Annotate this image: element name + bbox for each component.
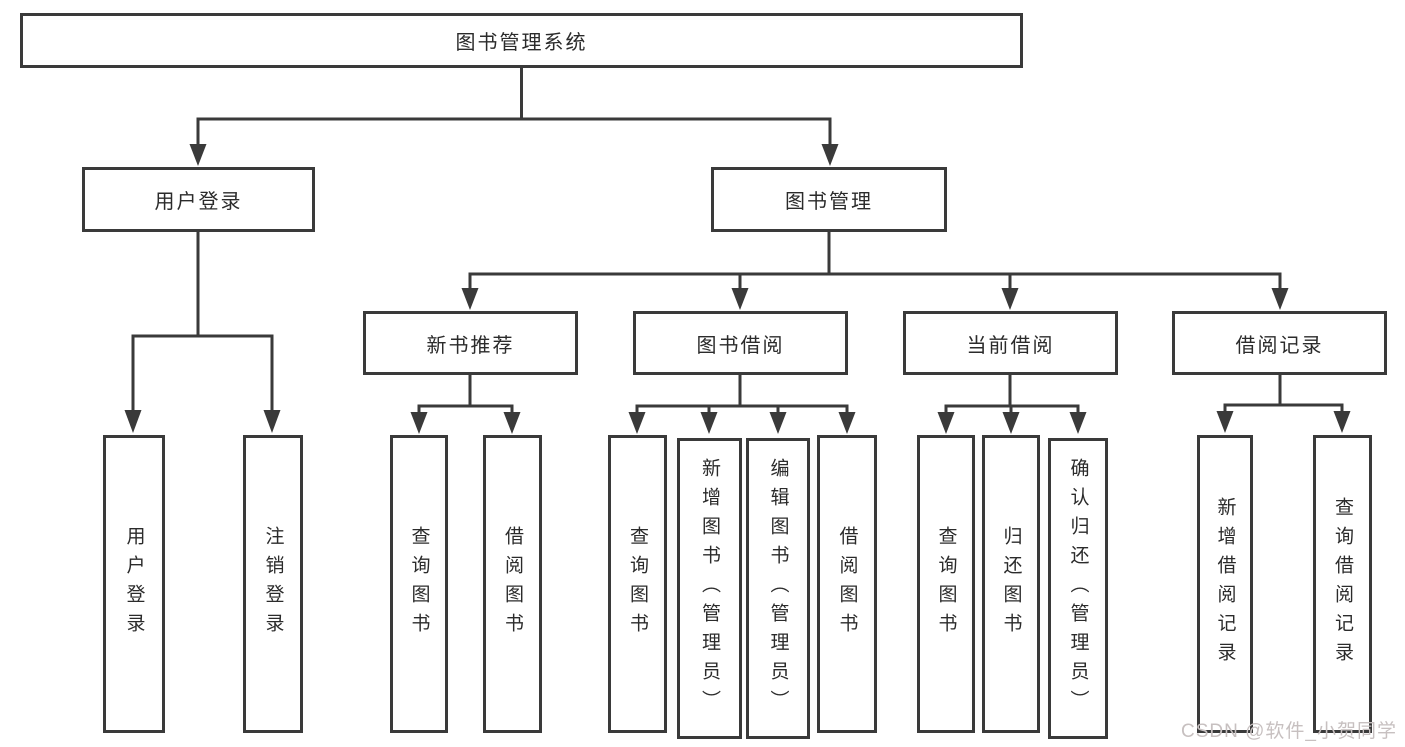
node-book-management: 图书管理 bbox=[711, 167, 947, 232]
edge-root-to-level2 bbox=[189, 67, 839, 166]
leaf-logout: 注销登录 bbox=[243, 435, 303, 733]
node-label: 图书借阅 bbox=[696, 334, 785, 357]
node-label: 查询图书 bbox=[935, 526, 957, 642]
node-label: 新增图书（管理员） bbox=[699, 458, 720, 719]
leaf-borrow-edit-books-admin: 编辑图书（管理员） bbox=[746, 438, 810, 739]
leaf-newbooks-query-books: 查询图书 bbox=[390, 435, 448, 733]
node-label: 借阅记录 bbox=[1235, 334, 1324, 357]
node-label: 注销登录 bbox=[262, 526, 284, 642]
leaf-current-return-books: 归还图书 bbox=[982, 435, 1040, 733]
node-book-borrow: 图书借阅 bbox=[633, 311, 848, 375]
node-label: 编辑图书（管理员） bbox=[767, 458, 789, 719]
edge-bookborrow-to-leaves bbox=[628, 375, 856, 434]
edge-borrowrecords-to-leaves bbox=[1216, 375, 1351, 433]
node-borrow-records: 借阅记录 bbox=[1172, 311, 1387, 375]
node-label: 查询图书 bbox=[627, 526, 648, 642]
node-label: 新书推荐 bbox=[426, 334, 515, 357]
leaf-records-add-record: 新增借阅记录 bbox=[1197, 435, 1253, 733]
edge-newbooks-to-leaves bbox=[410, 375, 521, 434]
leaf-user-login: 用户登录 bbox=[103, 435, 165, 733]
node-label: 归还图书 bbox=[1000, 526, 1022, 642]
node-label: 查询图书 bbox=[408, 526, 430, 642]
node-library-system: 图书管理系统 bbox=[20, 13, 1023, 68]
node-label: 查询借阅记录 bbox=[1332, 497, 1353, 671]
leaf-current-query-books: 查询图书 bbox=[917, 435, 975, 733]
node-label: 用户登录 bbox=[123, 526, 145, 642]
node-label: 用户登录 bbox=[154, 191, 243, 213]
edge-currentborrow-to-leaves bbox=[937, 375, 1087, 434]
node-label: 图书管理 bbox=[785, 191, 873, 213]
node-label: 当前借阅 bbox=[966, 334, 1055, 357]
leaf-borrow-add-books-admin: 新增图书（管理员） bbox=[677, 438, 742, 739]
csdn-watermark: CSDN @软件_小贺同学 bbox=[1181, 721, 1397, 742]
leaf-borrow-borrow-books: 借阅图书 bbox=[817, 435, 877, 733]
leaf-borrow-query-books: 查询图书 bbox=[608, 435, 667, 733]
node-label: 借阅图书 bbox=[502, 526, 523, 642]
node-label: 新增借阅记录 bbox=[1214, 497, 1236, 671]
node-label: 确认归还（管理员） bbox=[1067, 458, 1089, 719]
node-new-book-recommend: 新书推荐 bbox=[363, 311, 578, 375]
node-label: 图书管理系统 bbox=[455, 32, 588, 54]
leaf-newbooks-borrow-books: 借阅图书 bbox=[483, 435, 542, 733]
edge-userlogin-to-leaves bbox=[124, 232, 281, 433]
node-label: 借阅图书 bbox=[836, 526, 858, 642]
node-current-borrow: 当前借阅 bbox=[903, 311, 1118, 375]
leaf-records-query-record: 查询借阅记录 bbox=[1313, 435, 1372, 733]
edge-bookmgmt-to-level3 bbox=[461, 232, 1289, 310]
node-user-login: 用户登录 bbox=[82, 167, 315, 232]
leaf-current-confirm-return-admin: 确认归还（管理员） bbox=[1048, 438, 1108, 739]
